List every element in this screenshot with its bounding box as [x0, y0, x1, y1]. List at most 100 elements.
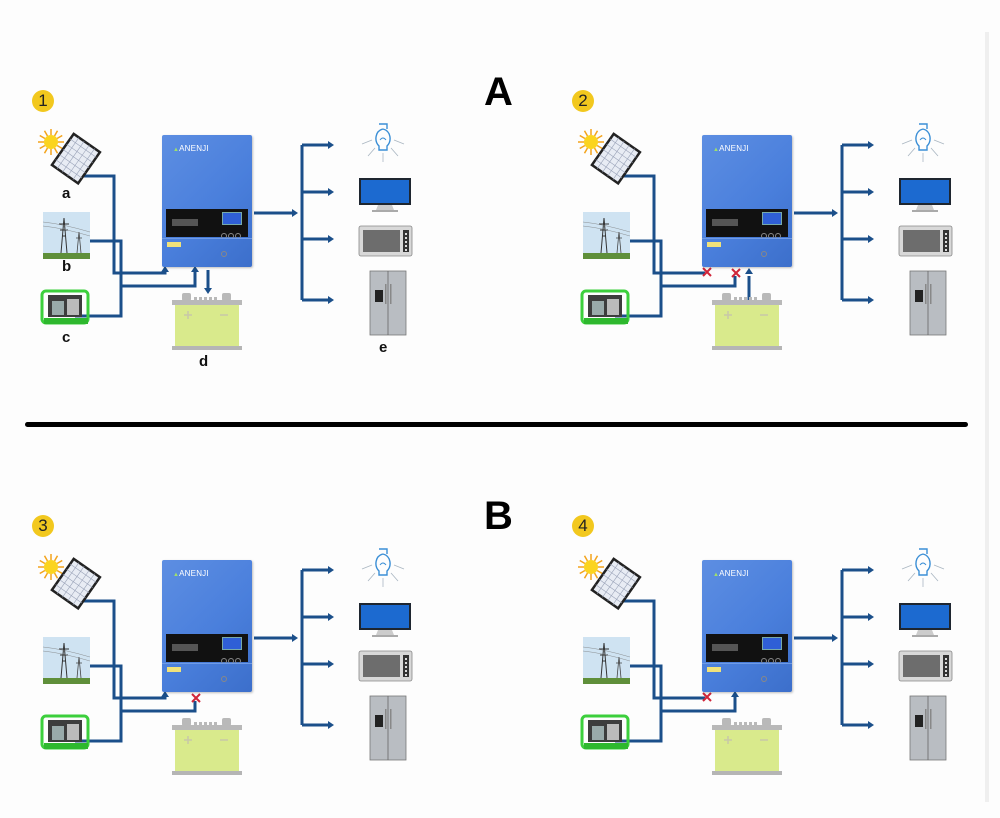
inverter-button — [761, 676, 767, 682]
inverter-lcd-screen — [762, 637, 782, 650]
wiring — [75, 566, 334, 743]
warning-sticker — [167, 667, 181, 672]
load-arrow-3 — [328, 296, 334, 304]
refrigerator-icon — [909, 270, 947, 336]
load-arrow-2 — [868, 660, 874, 668]
inverter-control-panel — [166, 634, 248, 682]
grid-to-inverter-wire — [661, 697, 737, 713]
television-icon — [359, 603, 411, 637]
brand-mark-icon: ▲ — [173, 147, 180, 153]
inverter-unit: ▲ANENJI — [702, 560, 792, 692]
solar-blocked-cross — [702, 267, 712, 277]
solar-panel-icon — [578, 554, 642, 611]
battery-discharge-arrow — [745, 268, 753, 274]
section-label-a: A — [484, 70, 513, 114]
solar-blocked-cross — [702, 692, 712, 702]
generator-icon — [580, 714, 630, 750]
microwave-icon — [898, 650, 953, 682]
inverter-unit: ▲ANENJI — [702, 135, 792, 267]
load-arrow-2 — [868, 235, 874, 243]
section-label-b: B — [484, 494, 513, 538]
inverter-button — [221, 251, 227, 257]
power-grid-icon — [583, 637, 630, 684]
inverter-lcd-screen — [222, 637, 242, 650]
generator-icon — [40, 714, 90, 750]
power-grid-icon — [43, 212, 90, 259]
inverter-brand-logo: ▲ANENJI — [173, 144, 209, 153]
grid-generator-wire — [75, 664, 123, 743]
load-arrow-1 — [328, 188, 334, 196]
output-arrow — [292, 634, 298, 642]
light-bulb-icon — [901, 548, 945, 587]
light-bulb-icon — [361, 123, 405, 162]
solar-panel-icon — [38, 554, 102, 611]
mode-panel-2: 2 ▲ANENJI — [562, 80, 982, 380]
solar-panel-icon — [38, 129, 102, 186]
solar-input-arrow — [161, 691, 169, 697]
inverter-lcd-screen — [222, 212, 242, 225]
brand-name: ANENJI — [179, 569, 209, 578]
inverter-buttons — [221, 651, 243, 682]
inverter-trim-line — [702, 663, 792, 664]
mode-number-badge: 2 — [572, 90, 594, 112]
solar-wire — [615, 599, 705, 700]
inverter-model-label — [712, 644, 738, 651]
label-loads: e — [379, 339, 388, 356]
load-arrow-0 — [328, 566, 334, 574]
microwave-icon — [358, 225, 413, 257]
warning-sticker — [707, 242, 721, 247]
output-arrow — [832, 634, 838, 642]
battery-charge-arrow — [204, 288, 212, 294]
television-icon — [359, 178, 411, 212]
refrigerator-icon — [369, 695, 407, 761]
inverter-lcd-screen — [762, 212, 782, 225]
grid-input-arrow — [191, 266, 199, 272]
load-arrow-0 — [868, 566, 874, 574]
light-bulb-icon — [901, 123, 945, 162]
television-icon — [899, 178, 951, 212]
grid-to-inverter-wire — [121, 701, 197, 713]
battery-icon — [712, 718, 782, 775]
wiring — [75, 141, 334, 318]
load-arrow-3 — [868, 296, 874, 304]
inverter-button — [761, 251, 767, 257]
inverter-trim-line — [702, 238, 792, 239]
brand-mark-icon: ▲ — [173, 572, 180, 578]
inverter-model-label — [172, 219, 198, 226]
inverter-trim-line — [162, 238, 252, 239]
inverter-unit: ▲ANENJI — [162, 135, 252, 267]
mode-number-badge: 4 — [572, 515, 594, 537]
inverter-brand-logo: ▲ANENJI — [713, 569, 749, 578]
load-arrow-2 — [328, 660, 334, 668]
power-grid-icon — [43, 637, 90, 684]
mode-panel-4: 4 ▲ANENJI — [562, 505, 982, 805]
inverter-buttons — [761, 226, 783, 257]
microwave-icon — [358, 650, 413, 682]
grid-generator-wire — [75, 239, 123, 318]
section-divider — [25, 422, 968, 427]
warning-sticker — [707, 667, 721, 672]
wiring — [615, 141, 874, 318]
label-solar: a — [62, 185, 71, 202]
load-arrow-0 — [868, 141, 874, 149]
inverter-control-panel — [706, 209, 788, 257]
wiring — [615, 566, 874, 743]
page-edge-line — [985, 32, 989, 802]
brand-mark-icon: ▲ — [713, 572, 720, 578]
solar-wire — [615, 174, 705, 275]
grid-generator-wire — [615, 239, 663, 318]
battery-icon — [172, 293, 242, 350]
solar-panel-icon — [578, 129, 642, 186]
television-icon — [899, 603, 951, 637]
inverter-control-panel — [166, 209, 248, 257]
inverter-trim-line — [162, 663, 252, 664]
load-arrow-1 — [868, 188, 874, 196]
brand-name: ANENJI — [719, 569, 749, 578]
inverter-model-label — [712, 219, 738, 226]
inverter-model-label — [172, 644, 198, 651]
grid-generator-wire — [615, 664, 663, 743]
grid-blocked-cross — [731, 268, 741, 278]
load-arrow-3 — [328, 721, 334, 729]
label-grid: b — [62, 258, 72, 275]
grid-to-inverter-wire — [121, 272, 197, 288]
